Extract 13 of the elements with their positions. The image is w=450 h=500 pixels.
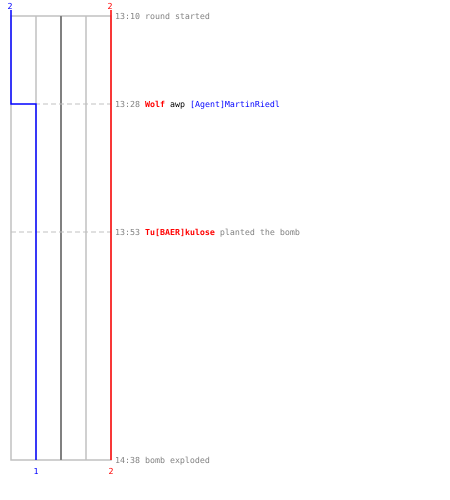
player-count: 2 — [106, 2, 114, 11]
weapon-name: awp — [170, 99, 185, 109]
event-text: planted the bomb — [220, 227, 300, 237]
player-name: [Agent]MartinRiedl — [190, 99, 280, 109]
timestamp: 13:28 — [115, 99, 140, 109]
player-count: 1 — [32, 467, 40, 476]
player-count: 2 — [6, 2, 14, 11]
timestamp: 13:53 — [115, 227, 140, 237]
event-text: 14:38 bomb exploded — [115, 455, 210, 465]
player-name: Tu[BAER]kulose — [144, 227, 215, 237]
event-text: 13:10 round started — [115, 11, 210, 21]
player-name: Wolf — [144, 99, 165, 109]
player-count: 2 — [108, 467, 114, 476]
